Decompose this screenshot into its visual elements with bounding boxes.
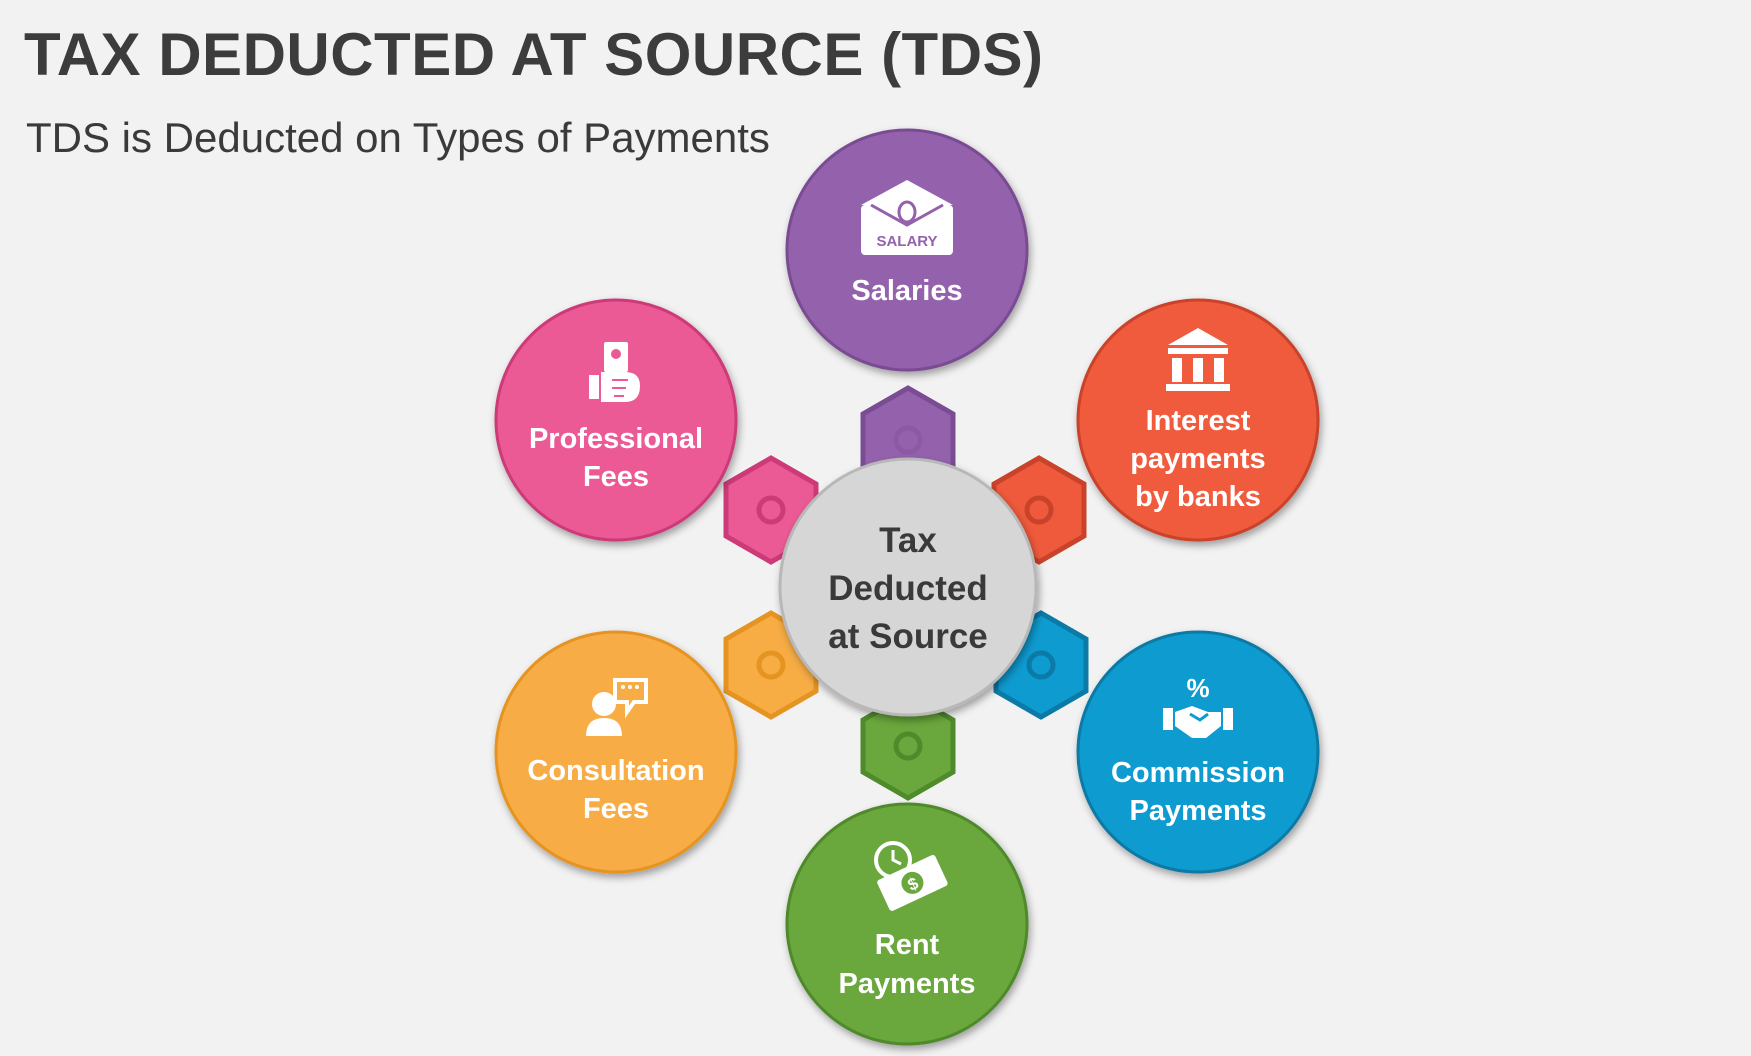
- node-salaries: SALARY Salaries: [785, 128, 1029, 372]
- center-label-line-1: Tax: [879, 521, 937, 560]
- node-commission: % Commission Payments: [1076, 630, 1320, 874]
- node-professional-label-line-2: Fees: [583, 461, 649, 493]
- handshake-percent-icon: %: [1163, 673, 1233, 738]
- center-node: Tax Deducted at Source: [778, 457, 1038, 717]
- percent-symbol: %: [1186, 673, 1209, 703]
- page-subtitle: TDS is Deducted on Types of Payments: [26, 114, 770, 161]
- hand-money-icon: [589, 342, 640, 402]
- node-professional-label-line-1: Professional: [529, 423, 703, 455]
- page-title: TAX DEDUCTED AT SOURCE (TDS): [24, 21, 1044, 88]
- node-salaries-label: Salaries: [851, 275, 962, 307]
- node-consultation: Consultation Fees: [494, 630, 738, 874]
- center-label-line-3: at Source: [828, 617, 988, 656]
- center-label-line-2: Deducted: [828, 569, 987, 608]
- node-interest-label-line-2: payments: [1130, 443, 1265, 475]
- node-consultation-label-line-1: Consultation: [527, 755, 704, 787]
- node-interest-label-line-3: by banks: [1135, 481, 1261, 513]
- salary-icon-text: SALARY: [876, 233, 937, 250]
- salary-envelope-icon: SALARY: [861, 180, 953, 255]
- node-professional: Professional Fees: [494, 298, 738, 542]
- node-rent-label-line-1: Rent: [875, 929, 940, 961]
- node-rent: $ Rent Payments: [785, 802, 1029, 1046]
- hex-connector-rent: [860, 691, 956, 801]
- node-interest: Interest payments by banks: [1076, 298, 1320, 542]
- node-commission-label-line-1: Commission: [1111, 757, 1285, 789]
- node-interest-label-line-1: Interest: [1146, 405, 1251, 437]
- money-clock-icon: $: [874, 841, 948, 911]
- consultant-chat-icon: [586, 678, 648, 736]
- node-consultation-label-line-2: Fees: [583, 793, 649, 825]
- bank-icon: [1166, 328, 1230, 391]
- node-commission-label-line-2: Payments: [1129, 795, 1266, 827]
- node-rent-label-line-2: Payments: [838, 968, 975, 1000]
